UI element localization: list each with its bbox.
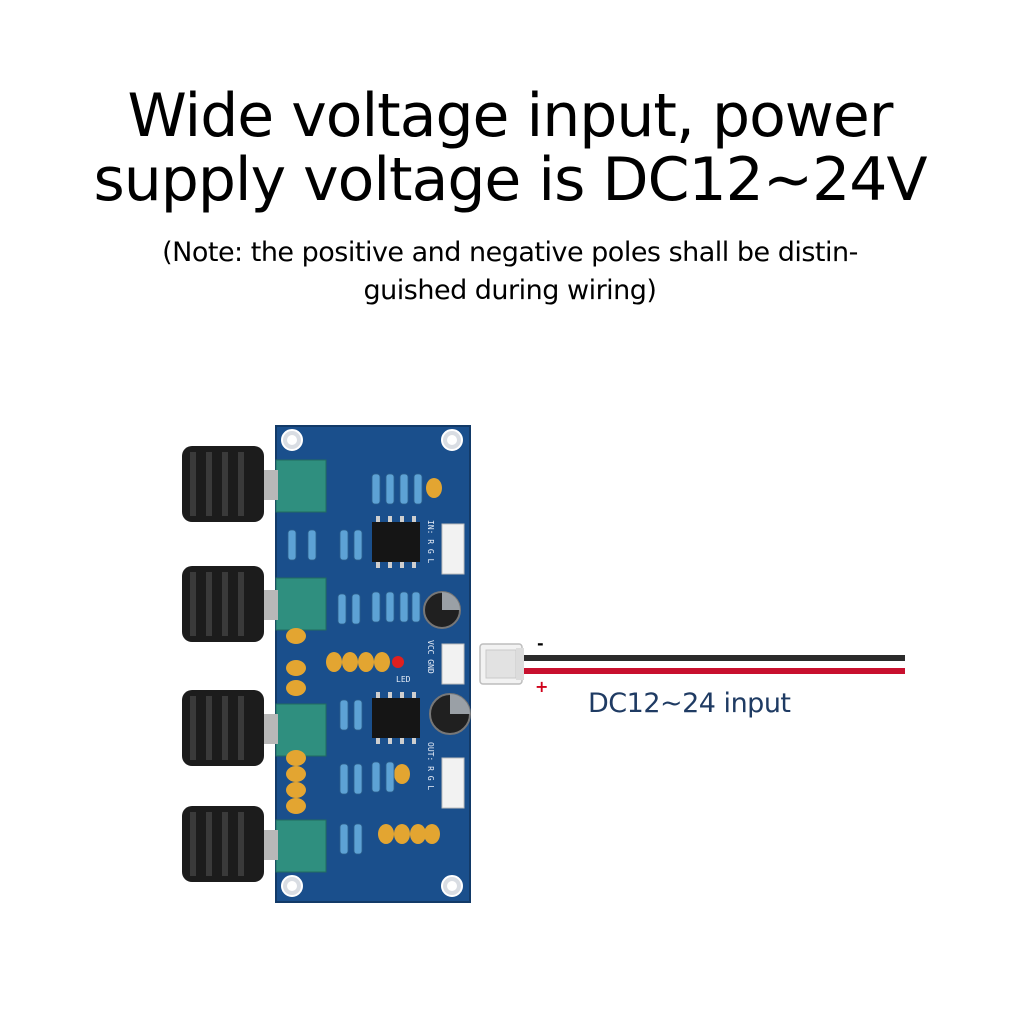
- ceramic-capacitors: [286, 478, 442, 844]
- op-amp-chip: [372, 516, 420, 568]
- positive-wire: [520, 668, 905, 674]
- power-cable: [479, 643, 905, 685]
- potentiometer: [275, 819, 327, 873]
- headline-line-1: Wide voltage input, power: [127, 81, 894, 151]
- potentiometer: [275, 577, 327, 631]
- op-amp-chip: [372, 692, 420, 744]
- wiring-note-line-1: (Note: the positive and negative poles s…: [162, 237, 858, 268]
- negative-wire: [520, 655, 905, 661]
- wiring-note: (Note: the positive and negative poles s…: [0, 234, 1020, 310]
- power-led: [392, 656, 404, 668]
- output-connector: [441, 757, 465, 809]
- input-header-label: IN: R G L: [426, 520, 435, 564]
- wiring-note-line-2: guished during wiring): [363, 275, 657, 306]
- led-label: LED: [396, 675, 411, 684]
- mid-knob: [182, 690, 278, 766]
- electrolytic-capacitor: [429, 693, 471, 735]
- potentiometer: [275, 703, 327, 757]
- headline: Wide voltage input, power supply voltage…: [0, 84, 1020, 212]
- resistors: [287, 473, 423, 855]
- output-header-label: OUT: R G L: [426, 742, 435, 790]
- potentiometer: [275, 459, 327, 513]
- bass-knob: [182, 446, 278, 522]
- input-connector: [441, 523, 465, 575]
- headline-line-2: supply voltage is DC12~24V: [93, 145, 927, 215]
- treble-knob: [182, 566, 278, 642]
- positive-pole-mark: +: [535, 677, 549, 696]
- dc-input-label: DC12~24 input: [588, 688, 791, 719]
- volume-knob: [182, 806, 278, 882]
- tone-control-board: IN: R G L VCC GND OUT: R G L LED: [182, 425, 471, 903]
- electrolytic-capacitor: [423, 591, 461, 629]
- power-header-label: VCC GND: [426, 640, 435, 674]
- negative-pole-mark: -: [537, 634, 544, 653]
- power-connector: [441, 643, 465, 685]
